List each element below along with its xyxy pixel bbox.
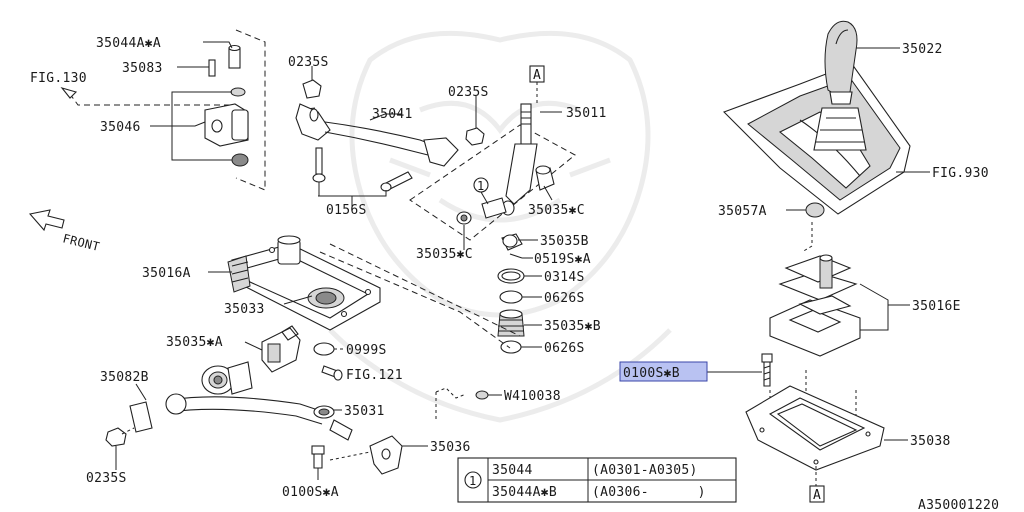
marker-a-bottom-box — [809, 485, 825, 503]
label-35022: 35022 — [902, 42, 943, 57]
shift-rod-35041 — [295, 66, 485, 210]
label-35041: 35041 — [372, 107, 413, 122]
shift-knob-35022 — [824, 20, 858, 97]
callout-circle-1 — [473, 177, 489, 193]
marker-a-top-box — [529, 65, 545, 83]
nut-0235s-upper — [302, 79, 322, 99]
oring-0626s-upper — [499, 290, 523, 304]
bolt-0100sa — [311, 445, 325, 455]
label-w410038: W410038 — [504, 389, 561, 404]
label-fig130[interactable]: FIG.130 — [30, 71, 87, 86]
label-0235s-upper: 0235S — [288, 55, 329, 70]
bolt-0100sb — [761, 353, 773, 363]
nut-0235s-lower — [105, 427, 127, 447]
table-note-circle — [464, 471, 482, 489]
marker-a-top: A — [533, 68, 541, 83]
marker-a-bottom: A — [813, 488, 821, 503]
label-front: FRONT — [61, 231, 101, 254]
linkage-upper-left — [60, 29, 266, 191]
table-note-number: 1 — [469, 474, 477, 488]
label-0626s-upper: 0626S — [544, 291, 585, 306]
label-35035b: 35035B — [540, 234, 589, 249]
applicability-table: 1 35044 (A0301-A0305) 35044A✱B (A0306- ) — [457, 457, 737, 503]
plate-35082b — [129, 401, 153, 433]
cap-35057a — [805, 202, 825, 218]
table-row-1-range: (A0301-A0305) — [592, 463, 698, 478]
label-35038: 35038 — [910, 434, 951, 449]
label-fig930[interactable]: FIG.930 — [932, 166, 989, 181]
label-35033: 35033 — [224, 302, 265, 317]
nut-0235s-right — [465, 127, 485, 146]
table-row-2-part: 35044A✱B — [492, 485, 557, 500]
label-0235s-lower: 0235S — [86, 471, 127, 486]
label-35083: 35083 — [122, 61, 163, 76]
label-35016a: 35016A — [142, 266, 191, 281]
label-0519s-a: 0519S✱A — [534, 252, 591, 267]
watermark-emblem — [328, 30, 672, 423]
pin-35083 — [208, 59, 216, 77]
label-35057a: 35057A — [718, 204, 767, 219]
label-35046: 35046 — [100, 120, 141, 135]
front-arrow — [28, 209, 65, 232]
highlight-0100s-b[interactable] — [619, 361, 708, 382]
part-labels: 35044A✱A 35083 FIG.130 35046 0235S 0235S… — [30, 36, 999, 512]
bolt-0156s-a — [315, 147, 323, 175]
label-35035c-right: 35035✱C — [528, 203, 585, 218]
label-35035-b: 35035✱B — [544, 319, 601, 334]
housing-35016a — [208, 235, 521, 349]
label-35016e: 35016E — [912, 299, 961, 314]
label-35031: 35031 — [344, 404, 385, 419]
table-row-1-part: 35044 — [492, 463, 533, 478]
label-35035c-left: 35035✱C — [416, 247, 473, 262]
label-0100s-a: 0100S✱A — [282, 485, 339, 500]
diagram-id: A350001220 — [918, 498, 999, 512]
selector-mechanism — [105, 325, 502, 480]
label-0999s: 0999S — [346, 343, 387, 358]
label-35036: 35036 — [430, 440, 471, 455]
label-35044a-a: 35044A✱A — [96, 36, 161, 51]
label-0235s-right: 0235S — [448, 85, 489, 100]
console-right — [707, 20, 930, 486]
callout-1-text: 1 — [477, 179, 485, 193]
label-fig121[interactable]: FIG.121 — [346, 368, 403, 383]
plug-w410038 — [475, 390, 489, 400]
label-35011: 35011 — [566, 106, 607, 121]
label-0156s: 0156S — [326, 203, 367, 218]
label-0100s-b[interactable]: 0100S✱B — [623, 366, 680, 381]
label-35082b: 35082B — [100, 370, 149, 385]
lever-35011-group — [409, 82, 576, 354]
oring-0626s-lower — [500, 340, 522, 354]
label-0314s: 0314S — [544, 270, 585, 285]
label-35035a: 35035✱A — [166, 335, 223, 350]
label-0626s-lower: 0626S — [544, 341, 585, 356]
oring-0999s — [313, 342, 335, 356]
cover-35038 — [745, 385, 885, 471]
table-row-2-range: (A0306- ) — [592, 485, 706, 500]
